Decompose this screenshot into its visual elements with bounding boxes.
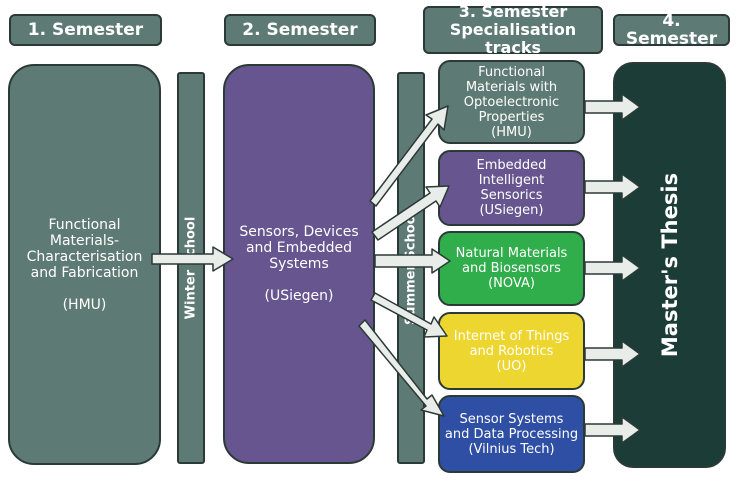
track-iot-robotics: Internet of Things and Robotics (UO) <box>438 312 585 390</box>
arrow-sem2-to-track4 <box>370 292 448 338</box>
semester-2-box: Sensors, Devices and Embedded Systems (U… <box>223 64 375 464</box>
header-semester-4: 4. Semester <box>613 12 730 48</box>
arrow-track4-to-thesis <box>584 340 641 368</box>
arrow-track5-to-thesis <box>584 416 641 444</box>
semester-1-institution: (HMU) <box>62 296 107 313</box>
track-functional-materials: Functional Materials with Optoelectronic… <box>438 60 585 144</box>
track-sensor-systems-data: Sensor Systems and Data Processing (Viln… <box>438 395 585 473</box>
arrow-sem2-to-track1 <box>369 105 449 207</box>
header-semester-3: 3. Semester Specialisation tracks <box>423 3 603 57</box>
arrow-track2-to-thesis <box>584 173 641 201</box>
semester-1-title: Functional Materials- Characterisation a… <box>26 216 143 281</box>
header-semester-1: 1. Semester <box>9 14 162 46</box>
arrow-sem2-to-track3 <box>374 248 451 274</box>
arrow-sem1-to-sem2 <box>151 246 234 272</box>
arrow-track3-to-thesis <box>584 254 641 282</box>
semester-2-institution: (USiegen) <box>264 288 334 304</box>
arrow-track1-to-thesis <box>584 93 641 121</box>
header-semester-2: 2. Semester <box>224 14 376 46</box>
track-natural-materials-biosensors: Natural Materials and Biosensors (NOVA) <box>438 231 585 306</box>
arrow-sem2-to-track5 <box>358 319 445 417</box>
arrow-sem2-to-track2 <box>371 185 450 241</box>
track-embedded-intelligent-sensorics: Embedded Intelligent Sensorics (USiegen) <box>438 150 585 226</box>
semester-2-title: Sensors, Devices and Embedded Systems <box>239 224 359 272</box>
winter-school-bar: Winter School <box>177 72 205 464</box>
semester-1-box: Functional Materials- Characterisation a… <box>8 64 161 465</box>
